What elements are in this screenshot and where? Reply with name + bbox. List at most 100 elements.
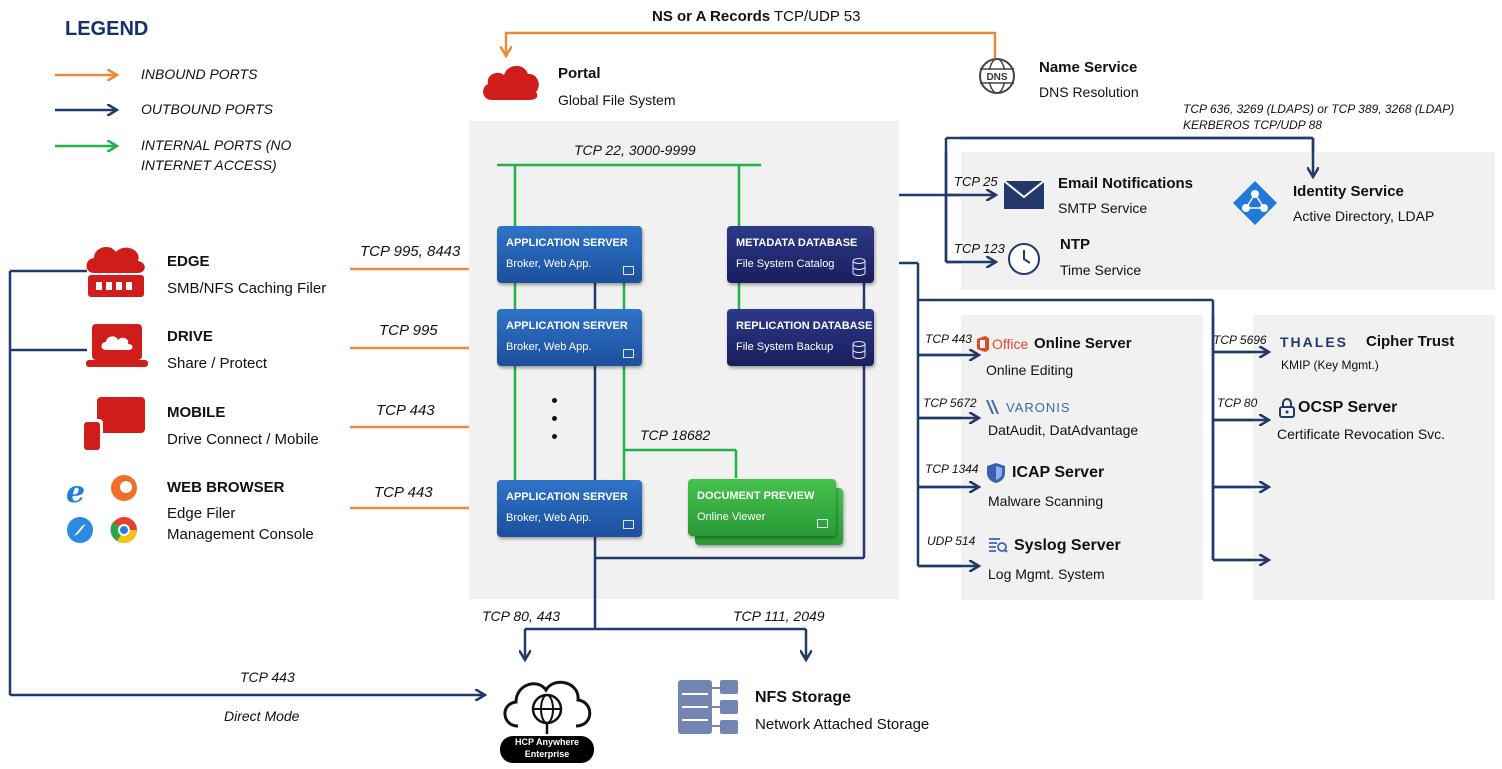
replication-database: REPLICATION DATABASE File System Backup [727, 309, 874, 366]
drive-port: TCP 995 [379, 322, 438, 339]
right-services-panel [1253, 315, 1495, 600]
drive-title: DRIVE [167, 328, 213, 345]
app-server-title: APPLICATION SERVER [506, 491, 628, 503]
docpreview-title: DOCUMENT PREVIEW [697, 490, 815, 502]
dns-records-label: NS or A Records TCP/UDP 53 [652, 8, 860, 25]
thales-port: TCP 5696 [1213, 333, 1267, 347]
replication-title: REPLICATION DATABASE [736, 320, 873, 332]
envelope-icon [1003, 180, 1045, 210]
email-port: TCP 25 [954, 174, 998, 189]
identity-title: Identity Service [1293, 183, 1404, 200]
browser-subtitle-2: Management Console [167, 526, 314, 543]
clock-icon [1007, 242, 1041, 276]
dns-subtitle: DNS Resolution [1039, 84, 1139, 100]
mobile-devices-icon [81, 395, 147, 453]
window-icon [817, 519, 828, 528]
dns-title: Name Service [1039, 59, 1138, 76]
app-server-title: APPLICATION SERVER [506, 320, 628, 332]
portal-subtitle: Global File System [558, 92, 676, 108]
app-server-title: APPLICATION SERVER [506, 237, 628, 249]
icap-title: ICAP Server [1012, 464, 1105, 481]
ocsp-title: OCSP Server [1298, 399, 1398, 416]
browsers-icon: e [64, 470, 144, 550]
application-server-1: APPLICATION SERVER Broker, Web App. [497, 226, 642, 283]
red-cloud-icon [480, 60, 542, 102]
nfs-subtitle: Network Attached Storage [755, 716, 930, 733]
metadata-title: METADATA DATABASE [736, 237, 858, 249]
document-preview: DOCUMENT PREVIEW Online Viewer [688, 479, 836, 536]
ntp-title: NTP [1060, 236, 1090, 253]
window-icon [623, 520, 634, 529]
edge-subtitle: SMB/NFS Caching Filer [167, 280, 327, 297]
svg-text:DNS: DNS [986, 72, 1007, 83]
app-server-subtitle: Broker, Web App. [506, 258, 592, 270]
svg-text:e: e [66, 475, 85, 510]
nfs-storage-icon [676, 676, 742, 742]
office-subtitle: Online Editing [986, 362, 1074, 378]
hcp-anywhere-logo: HCP Anywhere Enterprise [496, 664, 598, 766]
ocsp-subtitle: Certificate Revocation Svc. [1277, 426, 1446, 442]
browser-port: TCP 443 [374, 484, 433, 501]
ldap-ports-line2: KERBEROS TCP/UDP 88 [1183, 118, 1322, 132]
legend-internal-1: INTERNAL PORTS (NO [141, 137, 292, 153]
syslog-icon [988, 537, 1008, 553]
thales-logo: THALES [1280, 334, 1348, 350]
nfs-title: NFS Storage [755, 689, 852, 706]
ntp-port: TCP 123 [954, 241, 1005, 256]
legend-inbound: INBOUND PORTS [141, 66, 258, 82]
direct-port: TCP 443 [240, 669, 295, 685]
internal-port-label: TCP 22, 3000-9999 [574, 142, 696, 158]
varonis-subtitle: DatAudit, DatAdvantage [988, 422, 1139, 438]
browser-subtitle: Edge Filer [167, 505, 236, 522]
top-services-panel [961, 152, 1495, 290]
internal-port-label-2: TCP 18682 [640, 427, 711, 443]
nfs-port: TCP 111, 2049 [733, 608, 825, 624]
icap-subtitle: Malware Scanning [988, 493, 1104, 509]
varonis-port: TCP 5672 [923, 396, 977, 410]
docpreview-subtitle: Online Viewer [697, 511, 766, 523]
dns-records-port: TCP/UDP 53 [774, 8, 861, 25]
syslog-title: Syslog Server [1014, 537, 1121, 554]
syslog-subtitle: Log Mgmt. System [988, 566, 1105, 582]
icap-port: TCP 1344 [925, 462, 979, 476]
office-logo: Office [992, 336, 1029, 352]
edge-filer-icon [84, 243, 148, 301]
thales-subtitle: KMIP (Key Mgmt.) [1281, 358, 1379, 372]
hcp-logo-line2: Enterprise [524, 749, 570, 759]
email-title: Email Notifications [1058, 175, 1194, 192]
metadata-database: METADATA DATABASE File System Catalog [727, 226, 874, 283]
office-title: Online Server [1034, 335, 1132, 352]
database-icon [852, 341, 866, 359]
varonis-logo: VARONIS [1006, 400, 1071, 415]
drive-laptop-icon [86, 322, 148, 370]
app-server-subtitle: Broker, Web App. [506, 341, 592, 353]
mobile-subtitle: Drive Connect / Mobile [167, 431, 319, 448]
varonis-icon [986, 399, 1006, 415]
portal-title: Portal [558, 65, 601, 82]
ocsp-port: TCP 80 [1217, 396, 1258, 410]
hcp-port: TCP 80, 443 [482, 608, 561, 624]
ldap-ports-line1: TCP 636, 3269 (LDAPS) or TCP 389, 3268 (… [1183, 102, 1455, 116]
dns-records-bold: NS or A Records [652, 8, 771, 25]
office-icon [976, 336, 990, 352]
mobile-title: MOBILE [167, 404, 226, 421]
replication-subtitle: File System Backup [736, 341, 834, 353]
shield-icon [986, 462, 1006, 484]
app-server-subtitle: Broker, Web App. [506, 512, 592, 524]
direct-mode-label: Direct Mode [224, 708, 300, 724]
identity-subtitle: Active Directory, LDAP [1293, 208, 1435, 224]
legend-internal-2: INTERNET ACCESS) [141, 157, 277, 173]
edge-port: TCP 995, 8443 [360, 243, 461, 260]
legend-title: LEGEND [65, 18, 149, 40]
office-port: TCP 443 [925, 332, 972, 346]
dns-globe-icon: DNS [977, 56, 1017, 96]
ntp-subtitle: Time Service [1060, 262, 1142, 278]
legend-arrows [55, 75, 116, 146]
email-subtitle: SMTP Service [1058, 200, 1148, 216]
mid-services-panel [961, 315, 1203, 600]
browser-title: WEB BROWSER [167, 479, 285, 496]
azure-ad-icon [1232, 180, 1278, 226]
syslog-port: UDP 514 [927, 534, 976, 548]
application-server-2: APPLICATION SERVER Broker, Web App. [497, 309, 642, 366]
window-icon [623, 266, 634, 275]
